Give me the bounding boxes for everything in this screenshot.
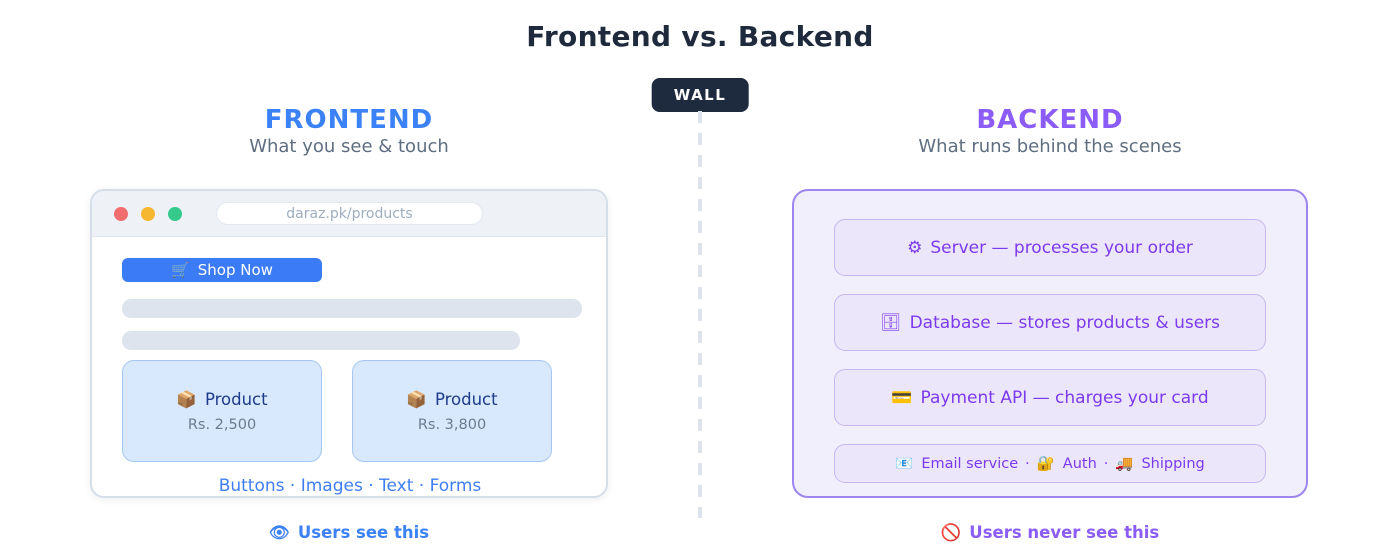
text-placeholder-bar — [122, 331, 520, 350]
frontend-subtitle: What you see & touch — [249, 136, 449, 157]
email-icon: 📧 — [895, 456, 914, 472]
product-card[interactable]: 📦Product Rs. 2,500 — [122, 360, 322, 462]
backend-panel: ⚙ Server — processes your order 🗄 Databa… — [792, 189, 1308, 498]
backend-column: BACKEND What runs behind the scenes ⚙ Se… — [792, 100, 1308, 543]
product-title: 📦Product — [406, 389, 498, 409]
cart-icon: 🛒 — [171, 261, 190, 279]
product-card-row: 📦Product Rs. 2,500 📦Product Rs. 3,800 — [122, 360, 578, 462]
separator-dot: · — [1025, 455, 1030, 472]
backend-subtitle: What runs behind the scenes — [918, 136, 1182, 157]
email-service-label: Email service — [921, 455, 1019, 472]
database-row-label: Database — stores products & users — [909, 312, 1221, 333]
server-row: ⚙ Server — processes your order — [834, 219, 1266, 276]
shop-now-button[interactable]: 🛒 Shop Now — [122, 258, 322, 282]
browser-mockup: daraz.pk/products 🛒 Shop Now 📦Product Rs… — [90, 189, 608, 498]
database-row: 🗄 Database — stores products & users — [834, 294, 1266, 351]
browser-viewport: 🛒 Shop Now 📦Product Rs. 2,500 📦Product — [92, 237, 606, 496]
backend-caption: 🚫Users never see this — [940, 523, 1160, 542]
lock-icon: 🔐 — [1036, 456, 1055, 472]
gear-icon: ⚙ — [907, 237, 923, 258]
product-card[interactable]: 📦Product Rs. 3,800 — [352, 360, 552, 462]
page-title: Frontend vs. Backend — [526, 20, 874, 53]
minimize-window-dot-icon — [141, 206, 155, 221]
frontend-column: FRONTEND What you see & touch daraz.pk/p… — [90, 100, 608, 543]
product-title: 📦Product — [176, 389, 268, 409]
eye-icon: 👁 — [268, 523, 290, 542]
payment-api-row-label: Payment API — charges your card — [920, 387, 1209, 408]
shop-now-label: Shop Now — [197, 261, 273, 279]
product-price: Rs. 3,800 — [417, 416, 487, 433]
services-row: 📧 Email service · 🔐 Auth · 🚚 Shipping — [834, 444, 1266, 483]
shipping-label: Shipping — [1141, 455, 1205, 472]
separator-dot: · — [1103, 455, 1109, 472]
truck-icon: 🚚 — [1115, 456, 1134, 472]
backend-heading: BACKEND — [976, 105, 1124, 135]
payment-api-row: 💳 Payment API — charges your card — [834, 369, 1266, 426]
frontend-caption: 👁Users see this — [268, 523, 430, 542]
wall-divider-line — [698, 111, 702, 518]
package-icon: 📦 — [406, 389, 427, 409]
server-row-label: Server — processes your order — [930, 237, 1193, 258]
file-cabinet-icon: 🗄 — [879, 312, 902, 333]
frontend-elements-list: Buttons · Images · Text · Forms — [218, 476, 482, 496]
no-entry-icon: 🚫 — [940, 523, 962, 542]
close-window-dot-icon — [114, 206, 128, 221]
frontend-heading: FRONTEND — [264, 105, 434, 135]
text-placeholder-bar — [122, 299, 582, 318]
auth-label: Auth — [1062, 455, 1097, 472]
browser-titlebar: daraz.pk/products — [92, 191, 606, 237]
package-icon: 📦 — [176, 389, 197, 409]
credit-card-icon: 💳 — [891, 387, 913, 408]
wall-badge: WALL — [651, 78, 749, 112]
address-bar[interactable]: daraz.pk/products — [216, 202, 483, 225]
product-price: Rs. 2,500 — [187, 416, 257, 433]
maximize-window-dot-icon — [168, 206, 182, 221]
